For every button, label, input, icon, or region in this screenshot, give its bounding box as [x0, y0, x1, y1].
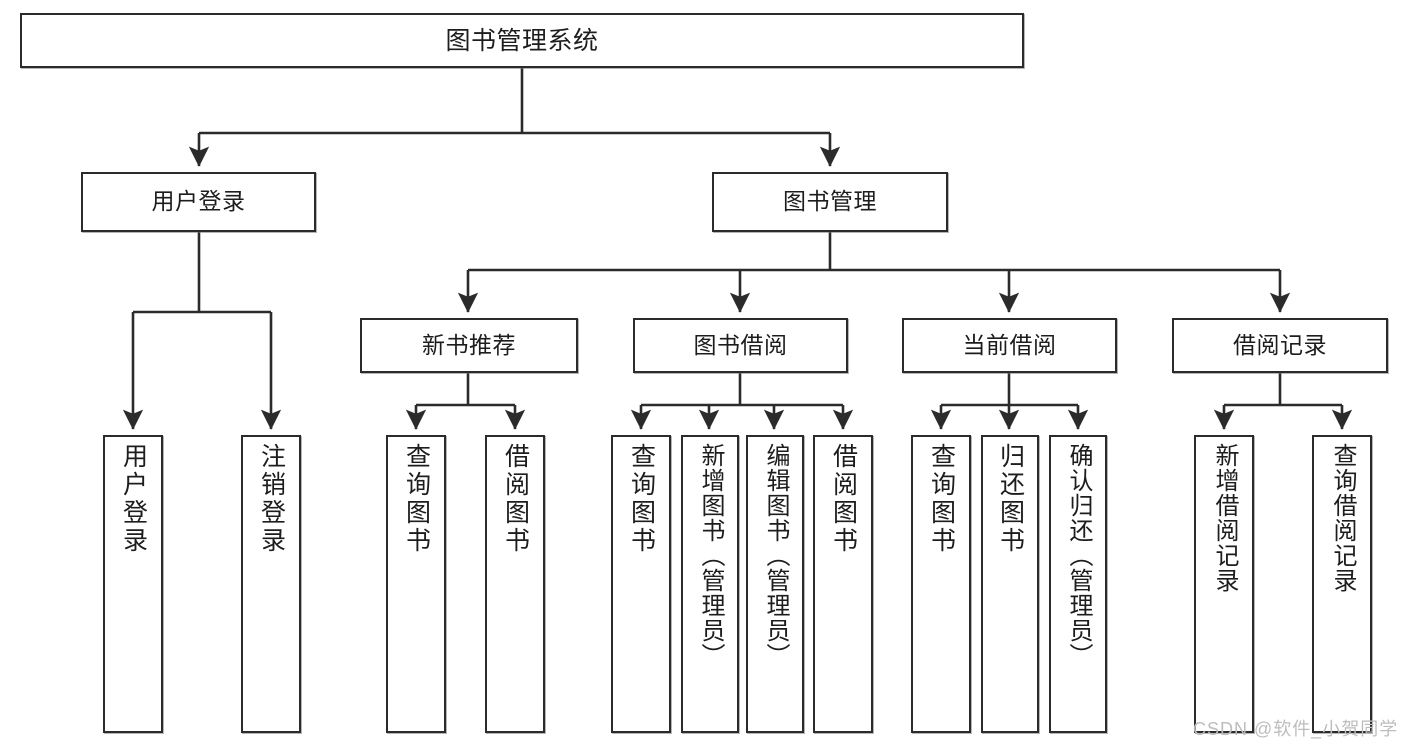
leaf-borrow-books-recommendation[interactable]: 借阅图书 — [485, 435, 545, 733]
node-book-management[interactable]: 图书管理 — [712, 172, 948, 232]
node-label: 确认归还（管理员） — [1065, 443, 1092, 668]
node-label: 查询图书 — [927, 443, 956, 555]
node-label: 用户登录 — [151, 188, 246, 215]
csdn-watermark: CSDN @软件_小贺同学 — [1193, 719, 1399, 739]
node-current-borrowing[interactable]: 当前借阅 — [902, 318, 1117, 373]
node-label: 查询借阅记录 — [1329, 443, 1356, 593]
leaf-query-books-recommendation[interactable]: 查询图书 — [386, 435, 446, 733]
node-borrowing-records[interactable]: 借阅记录 — [1172, 318, 1388, 373]
node-label: 归还图书 — [996, 443, 1025, 555]
leaf-add-book-admin[interactable]: 新增图书（管理员） — [681, 435, 739, 733]
node-label: 图书管理系统 — [445, 26, 599, 55]
node-label: 新增借阅记录 — [1211, 443, 1238, 593]
leaf-confirm-return-admin[interactable]: 确认归还（管理员） — [1049, 435, 1107, 733]
leaf-query-books-borrowing[interactable]: 查询图书 — [611, 435, 671, 733]
node-label: 查询图书 — [402, 443, 431, 555]
leaf-query-borrowing-record[interactable]: 查询借阅记录 — [1312, 435, 1372, 733]
node-label: 当前借阅 — [962, 331, 1057, 358]
node-root-library-management-system[interactable]: 图书管理系统 — [20, 13, 1024, 68]
leaf-query-books-current[interactable]: 查询图书 — [911, 435, 971, 733]
node-label: 新增图书（管理员） — [697, 443, 724, 668]
leaf-user-login[interactable]: 用户登录 — [103, 435, 163, 733]
node-book-borrowing[interactable]: 图书借阅 — [633, 318, 848, 373]
leaf-logout[interactable]: 注销登录 — [241, 435, 301, 733]
leaf-edit-book-admin[interactable]: 编辑图书（管理员） — [746, 435, 804, 733]
node-label: 借阅图书 — [501, 443, 530, 555]
node-label: 用户登录 — [119, 443, 148, 555]
node-label: 查询图书 — [627, 443, 656, 555]
node-label: 图书管理 — [783, 188, 877, 215]
node-user-login[interactable]: 用户登录 — [81, 172, 316, 232]
leaf-add-borrowing-record[interactable]: 新增借阅记录 — [1194, 435, 1254, 733]
node-label: 借阅记录 — [1233, 331, 1327, 358]
node-label: 注销登录 — [257, 443, 286, 555]
leaf-borrow-books-borrowing[interactable]: 借阅图书 — [813, 435, 873, 733]
node-label: 编辑图书（管理员） — [762, 443, 789, 668]
node-new-book-recommendation[interactable]: 新书推荐 — [360, 318, 578, 373]
leaf-return-books[interactable]: 归还图书 — [981, 435, 1039, 733]
node-label: 借阅图书 — [829, 443, 858, 555]
node-label: 新书推荐 — [422, 331, 516, 358]
node-label: 图书借阅 — [693, 331, 788, 358]
